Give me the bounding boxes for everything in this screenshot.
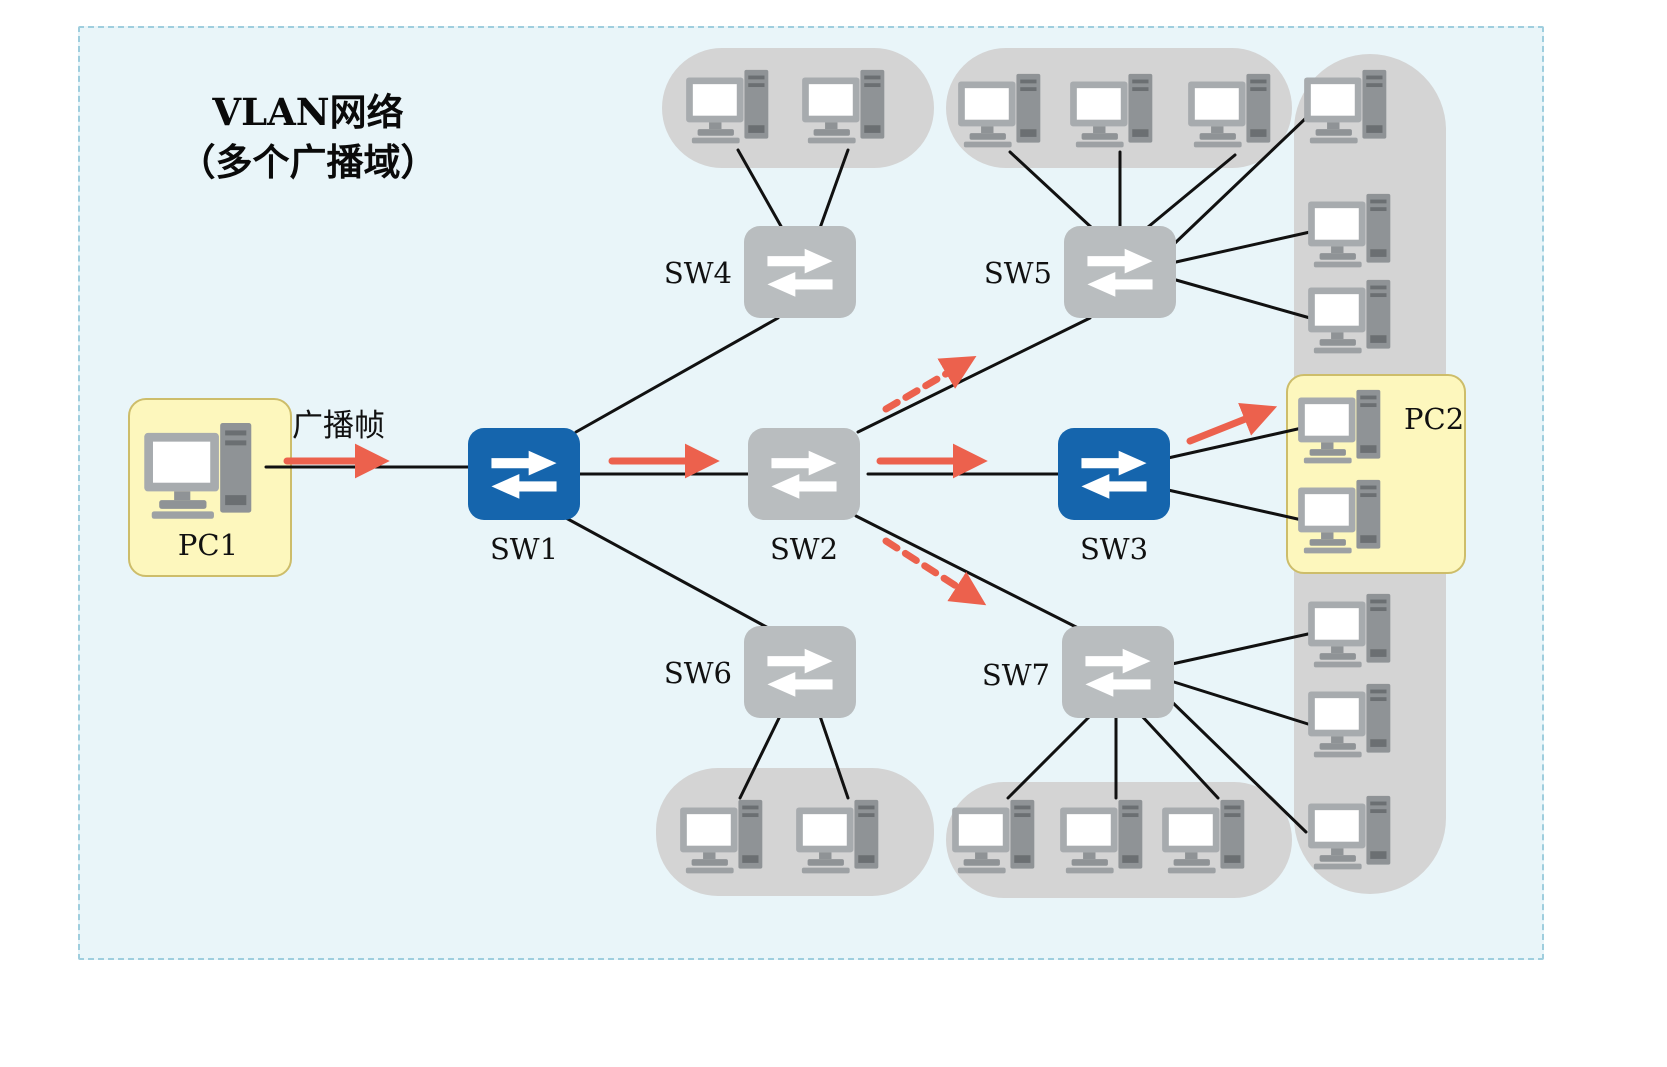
pc1-label: PC1 <box>177 528 239 562</box>
pc2-label: PC2 <box>1404 402 1465 436</box>
pc-icon <box>1308 193 1391 268</box>
pc-icon <box>680 799 763 874</box>
pc2-icon <box>1298 479 1381 554</box>
pc-icon <box>1304 69 1387 144</box>
switch-sw7 <box>1062 626 1174 718</box>
pc-icon <box>796 799 879 874</box>
switch-label-sw4: SW4 <box>663 256 732 290</box>
switch-icon <box>763 443 845 505</box>
switch-sw4 <box>744 226 856 318</box>
pc-icon <box>1070 73 1153 148</box>
switch-label-sw6: SW6 <box>663 656 732 690</box>
switch-icon <box>483 443 565 505</box>
pc-icon <box>1060 799 1143 874</box>
switch-icon <box>1079 241 1161 303</box>
pc-icon <box>952 799 1035 874</box>
switch-sw3 <box>1058 428 1170 520</box>
switch-label-sw2: SW2 <box>769 532 839 566</box>
switch-icon <box>759 241 841 303</box>
pc-icon <box>1308 795 1391 870</box>
pc-icon <box>1188 73 1271 148</box>
diagram-title: VLAN网络 （多个广播域） <box>168 88 448 188</box>
pc-icon <box>1162 799 1245 874</box>
switch-icon <box>1073 443 1155 505</box>
pc1-icon <box>144 422 252 519</box>
switch-label-sw1: SW1 <box>489 532 559 566</box>
switch-sw2 <box>748 428 860 520</box>
switch-label-sw7: SW7 <box>981 658 1050 692</box>
broadcast-frame-label: 广播帧 <box>292 408 385 444</box>
switch-sw6 <box>744 626 856 718</box>
pc-icon <box>1308 683 1391 758</box>
pc-icon <box>1308 593 1391 668</box>
diagram-title-line1: VLAN网络 <box>212 90 404 134</box>
pc-icon <box>686 69 769 144</box>
pc-icon <box>958 73 1041 148</box>
pc2-icon <box>1298 389 1381 464</box>
switch-icon <box>1077 641 1159 703</box>
switch-label-sw3: SW3 <box>1079 532 1149 566</box>
switch-icon <box>759 641 841 703</box>
diagram-title-line2: （多个广播域） <box>178 139 438 184</box>
pc-icon <box>802 69 885 144</box>
switch-sw5 <box>1064 226 1176 318</box>
switch-sw1 <box>468 428 580 520</box>
pc-icon <box>1308 279 1391 354</box>
switch-label-sw5: SW5 <box>983 256 1052 290</box>
